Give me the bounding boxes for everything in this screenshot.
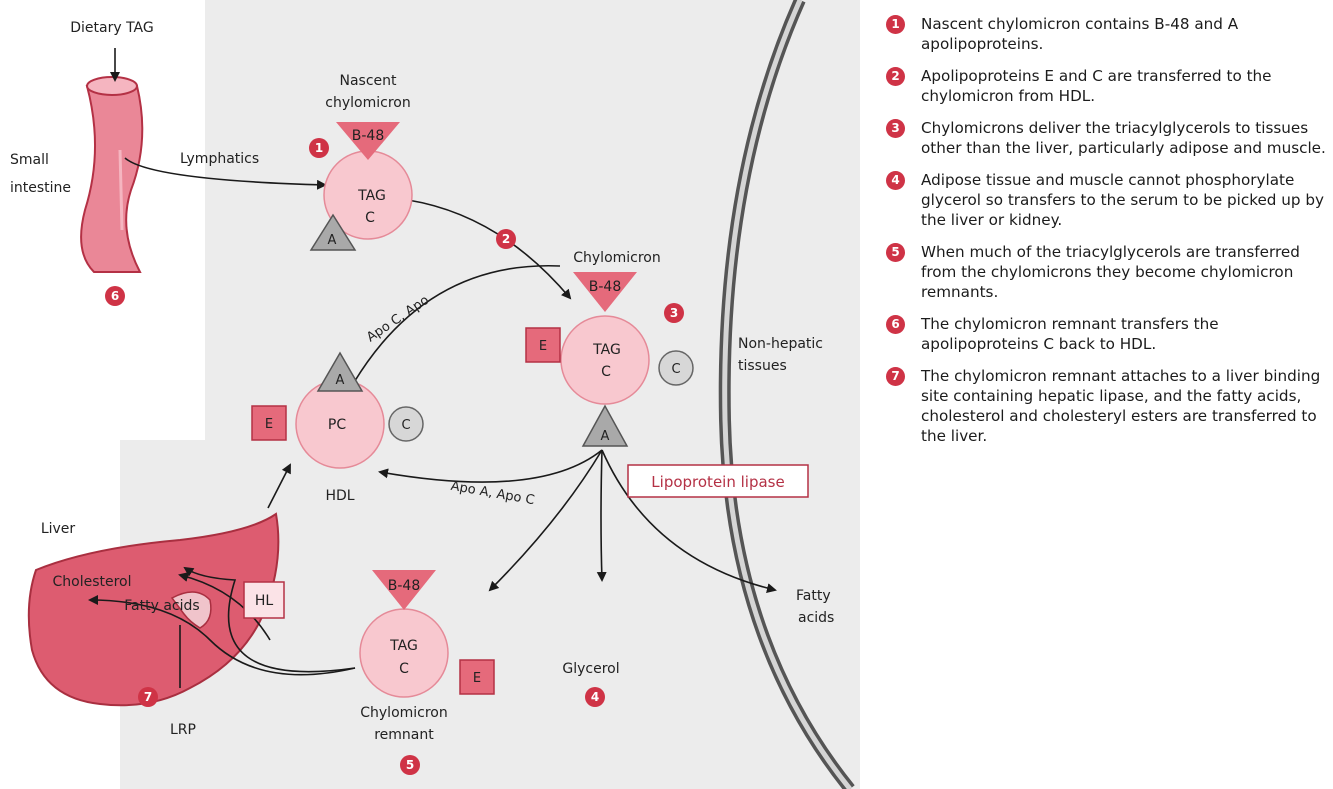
- chylomicron-apo-c-label: C: [671, 362, 680, 377]
- note-text: The chylomicron remnant transfers the ap…: [921, 315, 1219, 353]
- step-badge-1: 1: [315, 141, 323, 155]
- pathway-arrows: [88, 48, 777, 688]
- nascent-c-label: C: [365, 210, 375, 226]
- chylomicron-tag-label: TAG: [592, 342, 621, 358]
- mature-chylomicron: B-48 TAG C E C A: [525, 272, 694, 447]
- nascent-label-1: Nascent: [339, 73, 397, 89]
- liver-label: Liver: [41, 521, 76, 537]
- step-badge-7: 7: [144, 690, 152, 704]
- step-note: 4 Adipose tissue and muscle cannot phosp…: [886, 170, 1326, 230]
- chylomicron-remnant: B-48 TAG C E: [359, 570, 495, 698]
- nascent-label-2: chylomicron: [325, 95, 410, 111]
- non-hepatic-label-1: Non-hepatic: [738, 336, 823, 352]
- hdl-label: HDL: [325, 488, 354, 504]
- note-text: When much of the triacylglycerols are tr…: [921, 243, 1300, 301]
- remnant-label-1: Chylomicron: [360, 705, 448, 721]
- hdl-pc-label: PC: [328, 417, 346, 433]
- non-hepatic-label-2: tissues: [738, 358, 787, 374]
- small-intestine-label-1: Small: [10, 152, 49, 168]
- remnant-c-label: C: [399, 661, 409, 677]
- fatty-acids-out-label-1: Fatty: [796, 588, 831, 604]
- lrp-label: LRP: [170, 722, 196, 738]
- note-number-badge: 6: [886, 315, 905, 334]
- remnant-e-label: E: [473, 671, 481, 686]
- step-badge-6: 6: [111, 289, 119, 303]
- chylomicron-a-label: A: [601, 429, 610, 444]
- chylomicron-b48-label: B-48: [589, 279, 621, 295]
- step-note: 3 Chylomicrons deliver the triacylglycer…: [886, 118, 1326, 158]
- note-text: Adipose tissue and muscle cannot phospho…: [921, 171, 1325, 229]
- nascent-a-label: A: [328, 233, 337, 248]
- fatty-acids-liver-label: Fatty acids: [124, 598, 199, 614]
- hdl-particle: A PC E C: [251, 351, 424, 469]
- nascent-b48-label: B-48: [352, 128, 384, 144]
- remnant-tag-label: TAG: [389, 638, 418, 654]
- note-number-badge: 5: [886, 243, 905, 262]
- chylomicron-c-label: C: [601, 364, 611, 380]
- note-number-badge: 3: [886, 119, 905, 138]
- step-badge-2: 2: [502, 232, 510, 246]
- lipoprotein-lipase-label: Lipoprotein lipase: [651, 473, 784, 491]
- fatty-acids-out-label-2: acids: [798, 610, 834, 626]
- chylomicron-e-label: E: [539, 339, 547, 354]
- step-badges: 1 2 3 4 5 6 7: [105, 138, 684, 775]
- liver: [27, 512, 280, 707]
- note-number-badge: 1: [886, 15, 905, 34]
- hl-label: HL: [255, 593, 274, 609]
- step-note: 2 Apolipoproteins E and C are transferre…: [886, 66, 1326, 106]
- small-intestine: [80, 76, 144, 273]
- remnant-b48-label: B-48: [388, 578, 420, 594]
- hdl-a-label: A: [336, 373, 345, 388]
- hdl-e-label: E: [265, 417, 273, 432]
- lipoprotein-lipase-box: Lipoprotein lipase: [627, 464, 809, 498]
- small-intestine-label-2: intestine: [10, 180, 71, 196]
- step-notes-list: 1 Nascent chylomicron contains B-48 and …: [886, 14, 1326, 446]
- chylomicron-label: Chylomicron: [573, 250, 661, 266]
- lymphatics-label: Lymphatics: [180, 151, 259, 167]
- note-text: Chylomicrons deliver the triacylglycerol…: [921, 119, 1326, 157]
- step-note: 7 The chylomicron remnant attaches to a …: [886, 366, 1326, 446]
- note-number-badge: 4: [886, 171, 905, 190]
- hdl-c-label: C: [401, 418, 410, 433]
- note-number-badge: 2: [886, 67, 905, 86]
- nascent-tag-label: TAG: [357, 188, 386, 204]
- note-text: Apolipoproteins E and C are transferred …: [921, 67, 1272, 105]
- chylomicron-metabolism-diagram: B-48 TAG C A B-48 TAG C E C A A PC E C B…: [10, 0, 860, 789]
- step-note: 1 Nascent chylomicron contains B-48 and …: [886, 14, 1326, 54]
- remnant-label-2: remnant: [374, 727, 434, 743]
- nascent-chylomicron: B-48 TAG C A: [309, 122, 413, 251]
- hepatic-lipase-box: HL: [243, 581, 285, 619]
- step-note: 6 The chylomicron remnant transfers the …: [886, 314, 1326, 354]
- glycerol-label: Glycerol: [562, 661, 619, 677]
- step-note: 5 When much of the triacylglycerols are …: [886, 242, 1326, 302]
- cell-membrane: [718, 0, 855, 789]
- dietary-tag-label: Dietary TAG: [70, 20, 154, 36]
- step-badge-4: 4: [591, 690, 599, 704]
- step-badge-5: 5: [406, 758, 414, 772]
- step-badge-3: 3: [670, 306, 678, 320]
- note-text: The chylomicron remnant attaches to a li…: [921, 367, 1321, 445]
- note-number-badge: 7: [886, 367, 905, 386]
- note-text: Nascent chylomicron contains B-48 and A …: [921, 15, 1239, 53]
- cholesterol-label: Cholesterol: [52, 574, 131, 590]
